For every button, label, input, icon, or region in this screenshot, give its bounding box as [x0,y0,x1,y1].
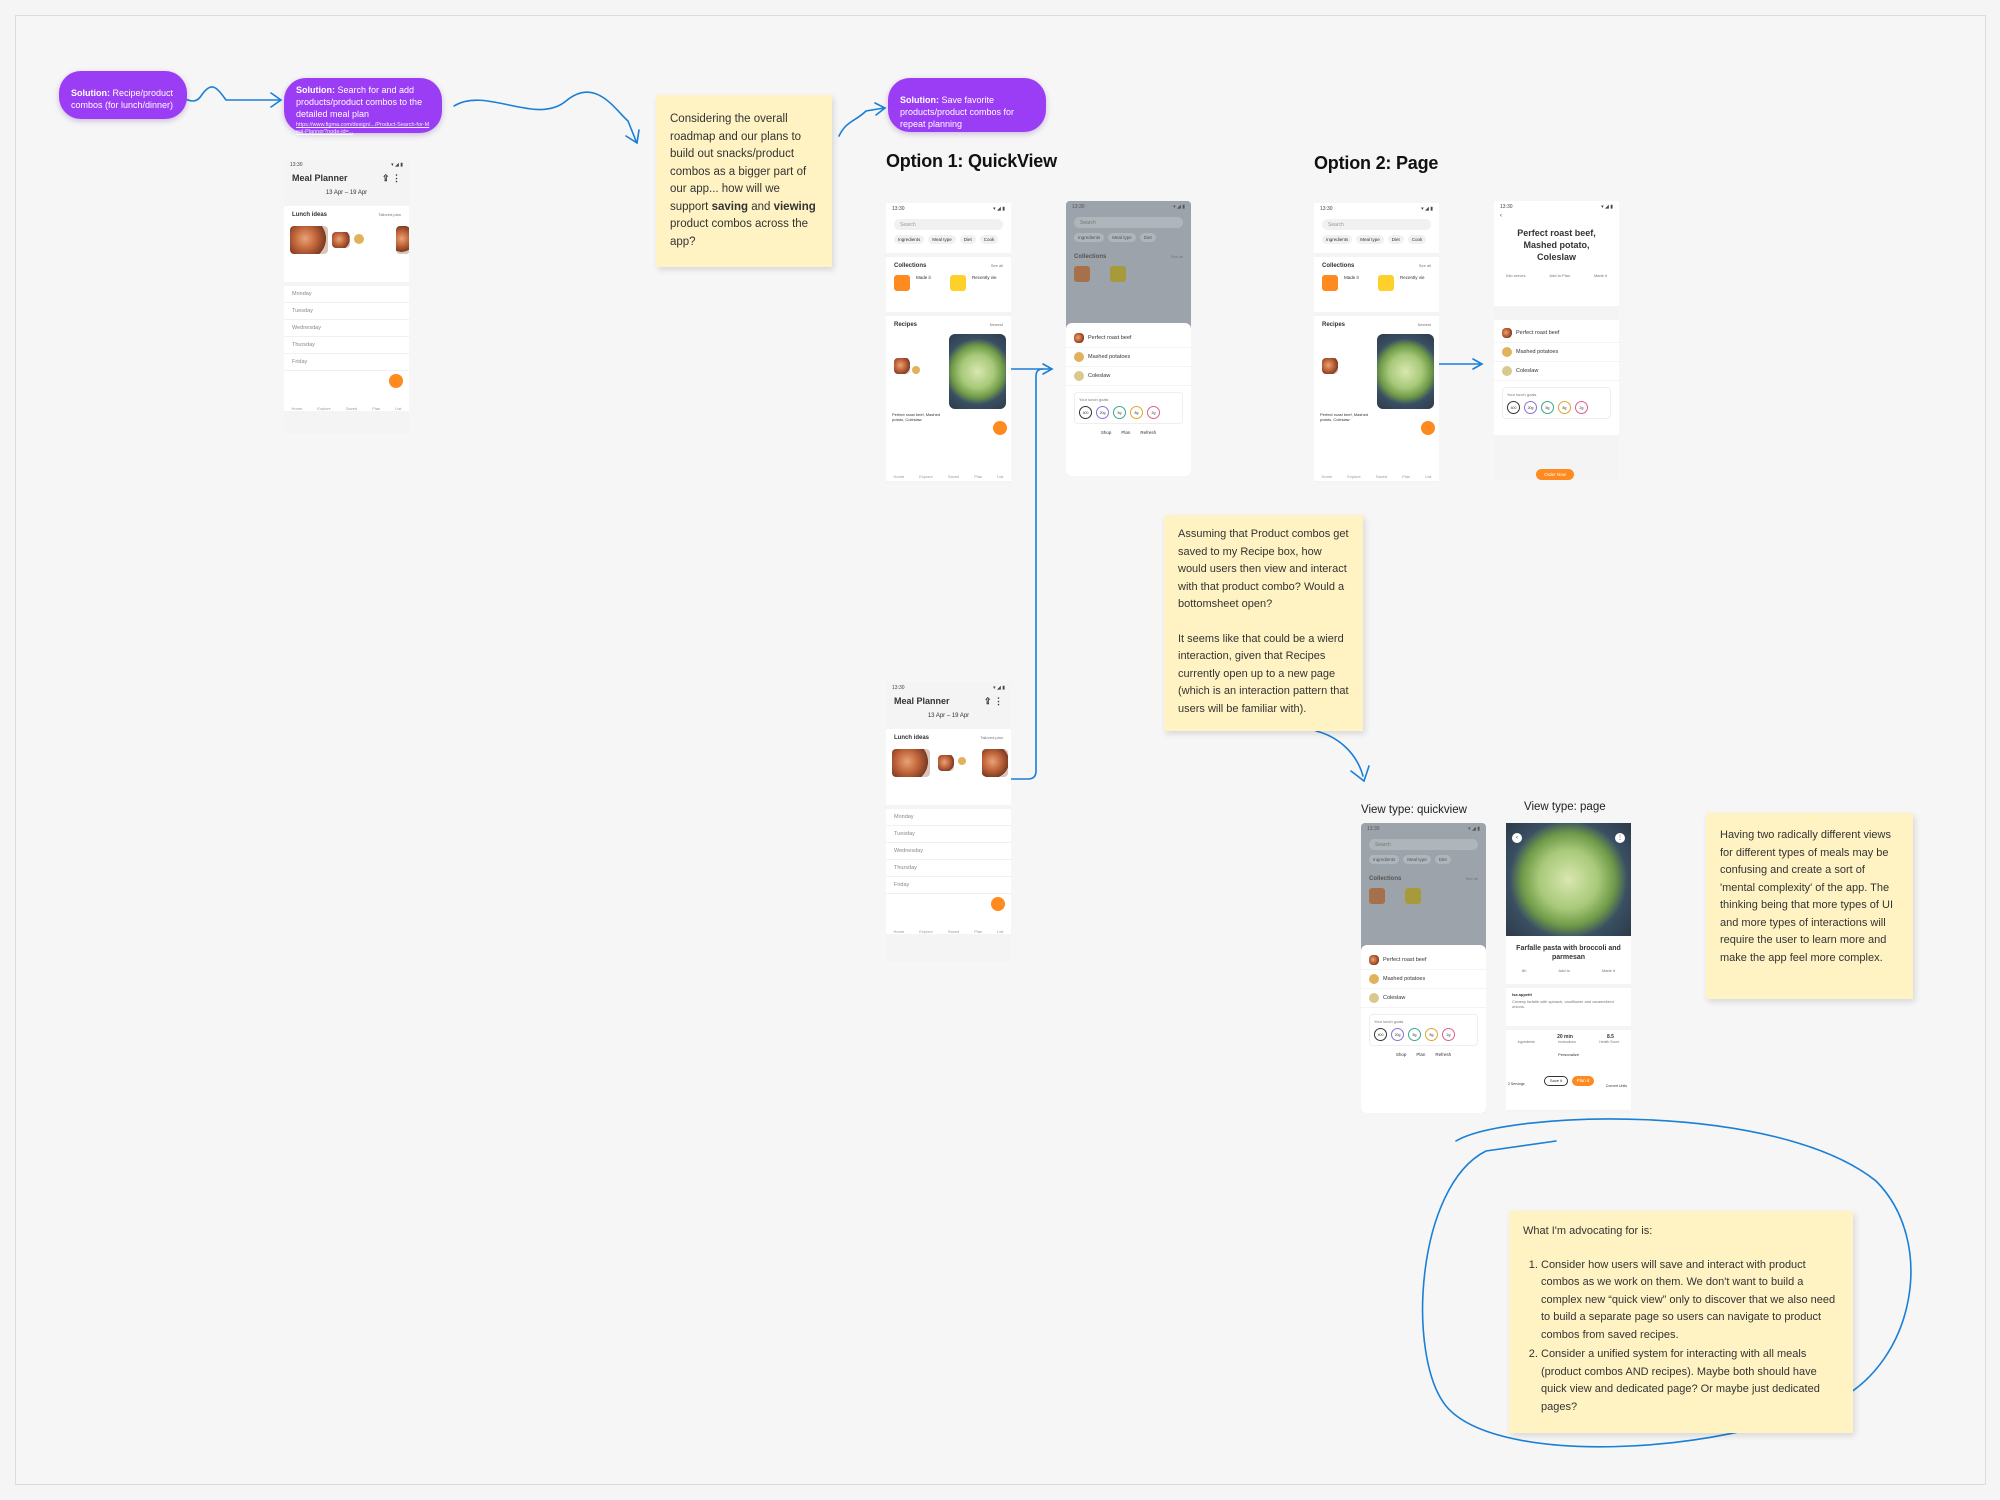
squiggle-arrow-3-head [874,102,887,116]
phone-view-page: ‹ ⋮ Farfalle pasta with broccoli and par… [1506,823,1631,1113]
solution-save-favorites: Solution: Save favorite products/product… [888,78,1046,132]
solution-text: Search for and add products/product comb… [296,85,423,119]
squiggle-arrow-2 [453,91,637,142]
bottom-sheet[interactable]: Perfect roast beef Mashed potatoes Coles… [1361,945,1486,1113]
squiggle-arrow-1-head [270,92,283,108]
bottom-sheet[interactable]: Perfect roast beef Mashed potatoes Coles… [1066,323,1191,476]
meal-planner-title: Meal Planner [292,173,348,183]
heading-option-1: Option 1: QuickView [886,151,1057,171]
pasta-hero-image: ‹ ⋮ [1506,823,1631,936]
sticky-advocating: What I'm advocating for is: Consider how… [1509,1211,1853,1433]
phone-meal-planner-option1: 13:30▾ ◢ ▮ Meal Planner⇪ ⋮ 13 Apr – 19 A… [886,682,1011,962]
sticky-roadmap: Considering the overall roadmap and our … [656,95,832,267]
solution-label: Solution: [296,85,335,95]
add-fab-button[interactable] [389,374,403,388]
sticky-assuming: Assuming that Product combos get saved t… [1164,515,1363,731]
solution-label: Solution: [71,88,110,98]
food-image[interactable] [290,226,328,254]
order-now-button[interactable]: Order Now [1536,469,1574,480]
page-title: Perfect roast beef, Mashed potato, Coles… [1517,228,1596,262]
date-range: 13 Apr – 19 Apr [325,190,368,196]
arrow-to-page-head [1472,358,1484,370]
squiggle-arrow-3 [838,107,885,137]
sticky-complexity: Having two radically different views for… [1706,813,1913,999]
collection-made-it[interactable] [894,275,910,291]
solution-link[interactable]: https://www.figma.com/design/.../Product… [296,122,430,135]
solution-label: Solution: [900,95,939,105]
phone-option2-page: 13:30▾ ◢ ▮ ‹ Perfect roast beef, Mashed … [1494,201,1619,481]
back-icon[interactable]: ‹ [1512,833,1522,843]
recipe-card-image[interactable] [949,334,1006,409]
solution-search-products: Solution: Search for and add products/pr… [284,78,442,135]
solution-text: Save favorite products/product combos fo… [900,95,1015,129]
curved-arrow-down-head [1350,765,1370,783]
canvas-board: Solution: Recipe/product combos (for lun… [15,15,1986,1485]
squiggle-arrow-2-head [625,129,640,145]
phone-meal-planner-left: 13:30▾ ◢ ▮ Meal Planner⇪ ⋮ 13 Apr – 19 A… [284,159,409,434]
solution-recipe-combos: Solution: Recipe/product combos (for lun… [59,71,187,119]
save-it-button[interactable]: Save it [1544,1076,1568,1086]
arrow-vertical-quickview [967,368,1044,780]
heading-option-2: Option 2: Page [1314,153,1439,173]
share-icon[interactable]: ⇪ ⋮ [983,696,1003,706]
share-icon[interactable]: ⇪ ⋮ [381,173,401,183]
back-icon[interactable]: ‹ [1500,213,1502,219]
arrow-to-quickview-head [1042,363,1054,375]
curved-arrow-down [1315,730,1364,777]
share-icon[interactable]: ⋮ [1615,833,1625,843]
collection-recent[interactable] [950,275,966,291]
label-view-page: View type: page [1524,801,1606,813]
plan-it-button[interactable]: Plan it [1572,1076,1594,1086]
search-input[interactable]: Search [894,219,1003,230]
label-view-quickview: View type: quickview [1361,804,1467,816]
food-image[interactable] [332,232,350,248]
solution-text: Recipe/product combos (for lunch/dinner) [71,88,174,110]
